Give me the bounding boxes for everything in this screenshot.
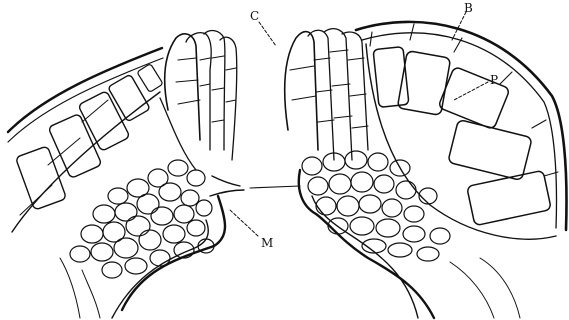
- left-palisade-cells: [15, 64, 163, 215]
- right-stalk: [299, 170, 520, 318]
- left-stalk: [60, 196, 225, 318]
- left-parenchyma: [70, 160, 214, 278]
- label-b: B: [464, 1, 473, 15]
- label-m: M: [261, 236, 273, 250]
- right-parenchyma: [302, 151, 450, 261]
- right-outer-wall: [356, 22, 566, 239]
- right-columnar-cells: [285, 29, 368, 160]
- label-c: C: [250, 9, 259, 23]
- central-opening: [210, 176, 300, 196]
- left-columnar-cells: [160, 31, 237, 170]
- label-p: P: [490, 73, 498, 87]
